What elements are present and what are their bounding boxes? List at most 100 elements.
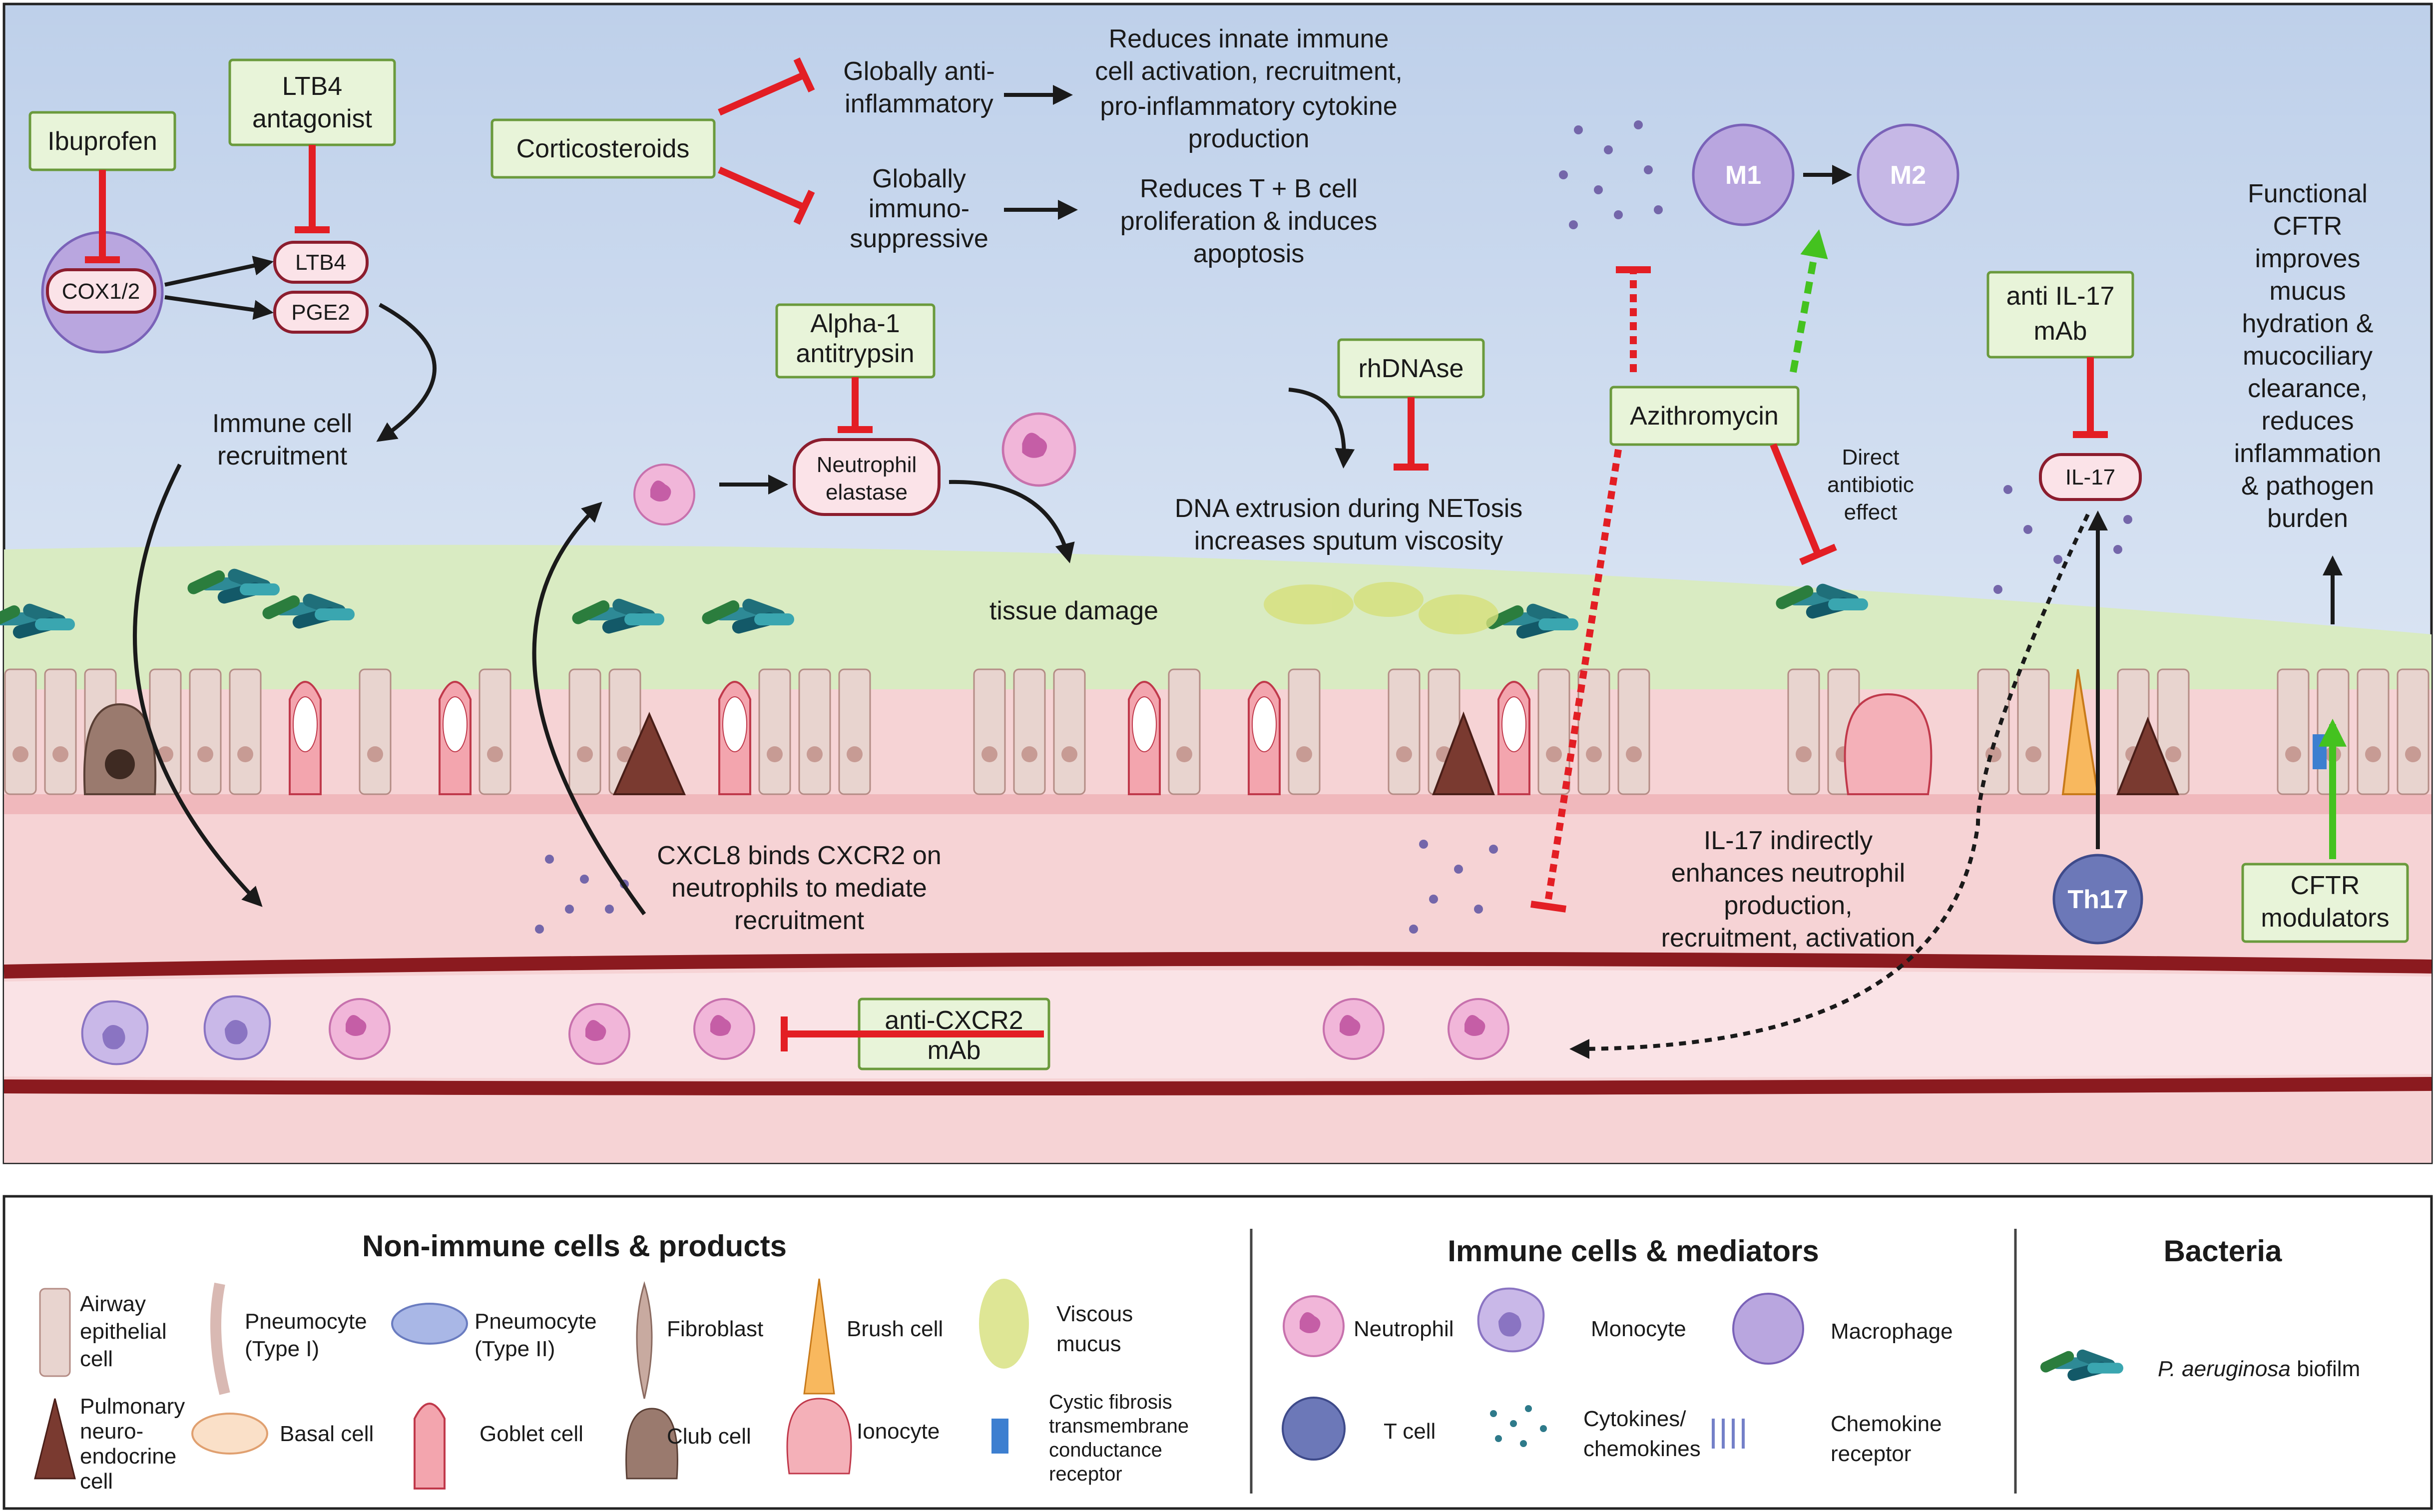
- effect-text: CFTR: [2273, 212, 2343, 241]
- basal-cell-icon: [191, 1413, 268, 1455]
- chemokine-receptor-icon: [1712, 1419, 1745, 1449]
- azithromycin-box: Azithromycin: [1609, 386, 1800, 446]
- ne-label: Neutrophil: [817, 453, 917, 477]
- effect-text: recruitment: [734, 906, 865, 935]
- pge2-pill: PGE2: [273, 291, 369, 334]
- netosis-neutrophil: [1003, 414, 1075, 486]
- legend-label: conductance: [1049, 1439, 1162, 1461]
- cytokines-icon: [1490, 1405, 1547, 1447]
- effect-text: enhances neutrophil: [1671, 859, 1905, 888]
- fibroblast-icon: [636, 1281, 653, 1399]
- effect-text: burden: [2267, 504, 2348, 533]
- neutrophil-elastase-pill: Neutrophil elastase: [793, 438, 941, 516]
- effect-text: immuno-: [869, 194, 970, 223]
- monocyte-icon: [1477, 1287, 1545, 1353]
- effect-text: Reduces T + B cell: [1140, 174, 1358, 203]
- effect-text: recruitment: [217, 442, 348, 471]
- legend-label: Ionocyte: [857, 1419, 940, 1444]
- effect-texts: Globally anti- inflammatory Globally imm…: [212, 24, 2382, 953]
- effect-text: cell activation, recruitment,: [1095, 57, 1403, 86]
- ltb4-antagonist-label: LTB4: [282, 72, 342, 101]
- effect-text: mucociliary: [2243, 342, 2373, 371]
- m1-macrophage: M1: [1692, 123, 1795, 226]
- airway-epithelial-icon: [39, 1288, 71, 1377]
- effect-text: Functional: [2248, 179, 2368, 208]
- effect-text: suppressive: [850, 224, 988, 253]
- pne-cell: [2116, 716, 2179, 795]
- ionocyte-icon: [786, 1398, 852, 1475]
- effect-text: clearance,: [2248, 374, 2368, 403]
- azithromycin-label: Azithromycin: [1630, 402, 1779, 431]
- legend-label: Brush cell: [847, 1317, 943, 1341]
- legend-label: Neutrophil: [1354, 1317, 1454, 1341]
- effect-text: Immune cell: [212, 409, 352, 438]
- macrophage-icon: [1732, 1293, 1804, 1365]
- biofilm-species: P. aeruginosa: [2158, 1357, 2291, 1381]
- legend-label: Pneumocyte: [475, 1309, 597, 1334]
- effect-text: improves: [2255, 244, 2361, 273]
- alpha1-label: Alpha-1: [810, 309, 900, 338]
- anti-cxcr2-label: mAb: [928, 1036, 981, 1065]
- ne-label: elastase: [826, 480, 908, 504]
- legend-label: Fibroblast: [667, 1317, 763, 1341]
- cftr-channel: [2313, 734, 2327, 769]
- viscous-mucus: [1264, 582, 1498, 634]
- legend-label: (Type I): [245, 1337, 319, 1361]
- legend-label: receptor: [1049, 1463, 1122, 1485]
- legend-label: Monocyte: [1591, 1317, 1686, 1341]
- alpha1-label: antitrypsin: [796, 339, 915, 368]
- legend-label: transmembrane: [1049, 1415, 1189, 1437]
- basement-membrane: [4, 794, 2432, 814]
- legend-label: Pulmonary: [80, 1394, 185, 1419]
- effect-text: apoptosis: [1193, 239, 1305, 268]
- effect-text: increases sputum viscosity: [1194, 526, 1503, 555]
- pneumocyte-type2-icon: [391, 1303, 468, 1345]
- ltb4-antagonist-label: antagonist: [252, 104, 373, 133]
- vessel-wall-top: [3, 952, 2432, 979]
- anti-il17-label: mAb: [2034, 317, 2087, 346]
- legend-label: Cystic fibrosis: [1049, 1391, 1172, 1413]
- legend-label: mucus: [1056, 1332, 1121, 1356]
- pge2-label: PGE2: [291, 300, 350, 325]
- effect-text: mucus: [2269, 277, 2346, 306]
- m2-macrophage: M2: [1857, 123, 1959, 226]
- pne-cell-icon: [34, 1398, 76, 1480]
- ibuprofen-label: Ibuprofen: [47, 127, 157, 156]
- legend-heading-non-immune: Non-immune cells & products: [362, 1229, 787, 1263]
- cytokine-dots: [535, 120, 2132, 934]
- effect-text: Globally anti-: [843, 57, 994, 86]
- alpha1-antitrypsin-box: Alpha-1 antitrypsin: [775, 303, 936, 379]
- il17-label: IL-17: [2065, 465, 2115, 490]
- cox-label: COX1/2: [62, 279, 140, 304]
- ltb4-label: LTB4: [295, 250, 346, 275]
- club-cell-icon: [625, 1408, 678, 1480]
- pne-cell: [1432, 711, 1495, 795]
- legend-label: endocrine: [80, 1444, 176, 1469]
- legend-label: cell: [80, 1469, 113, 1494]
- legend-label: Pneumocyte: [245, 1309, 367, 1334]
- legend-label: T cell: [1384, 1419, 1436, 1444]
- legend-frame: [2, 1195, 2433, 1510]
- th17-label: Th17: [2067, 885, 2128, 914]
- rhdnase-label: rhDNAse: [1359, 354, 1464, 383]
- main-panel: [2, 2, 2433, 1164]
- effect-text: DNA extrusion during NETosis: [1175, 494, 1523, 523]
- pneumocyte-type1-icon: [210, 1282, 230, 1395]
- effect-text: effect: [1844, 500, 1898, 524]
- mucus-layer: [4, 544, 2432, 689]
- corticosteroids-box: Corticosteroids: [490, 118, 716, 179]
- legend-label: Basal cell: [280, 1422, 374, 1446]
- m1-label: M1: [1725, 161, 1761, 190]
- effect-text: recruitment, activation: [1661, 924, 1916, 953]
- legend-label: (Type II): [475, 1337, 555, 1361]
- tcell-icon: [1282, 1397, 1346, 1461]
- legend-label: receptor: [1831, 1442, 1911, 1466]
- effect-text: & pathogen: [2241, 472, 2374, 501]
- neutrophil-icon: [1283, 1295, 1345, 1357]
- effect-text: inflammatory: [845, 89, 993, 118]
- brush-cell: [2061, 669, 2099, 795]
- legend-panel: Non-immune cells & products Immune cells…: [2, 1195, 2433, 1510]
- legend-heading-immune: Immune cells & mediators: [1448, 1234, 1819, 1268]
- legend-label: neuro-: [80, 1419, 143, 1444]
- effect-text: Direct: [1842, 445, 1900, 470]
